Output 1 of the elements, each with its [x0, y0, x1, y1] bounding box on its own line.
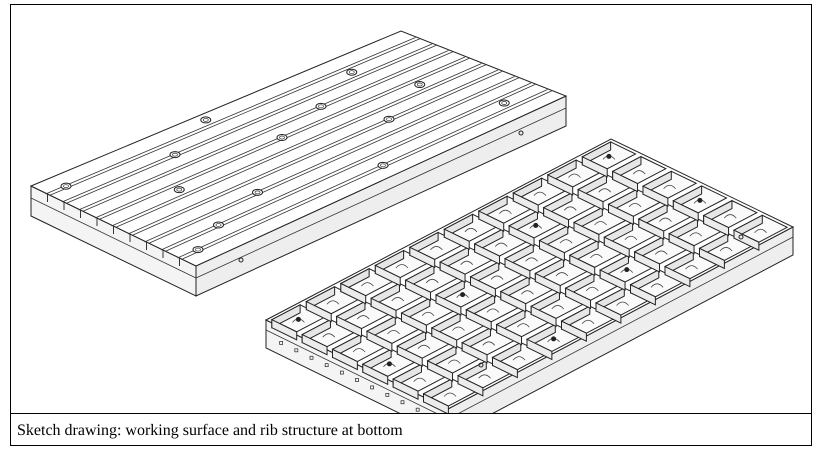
caption: Sketch drawing: working surface and rib structure at bottom: [17, 422, 403, 440]
